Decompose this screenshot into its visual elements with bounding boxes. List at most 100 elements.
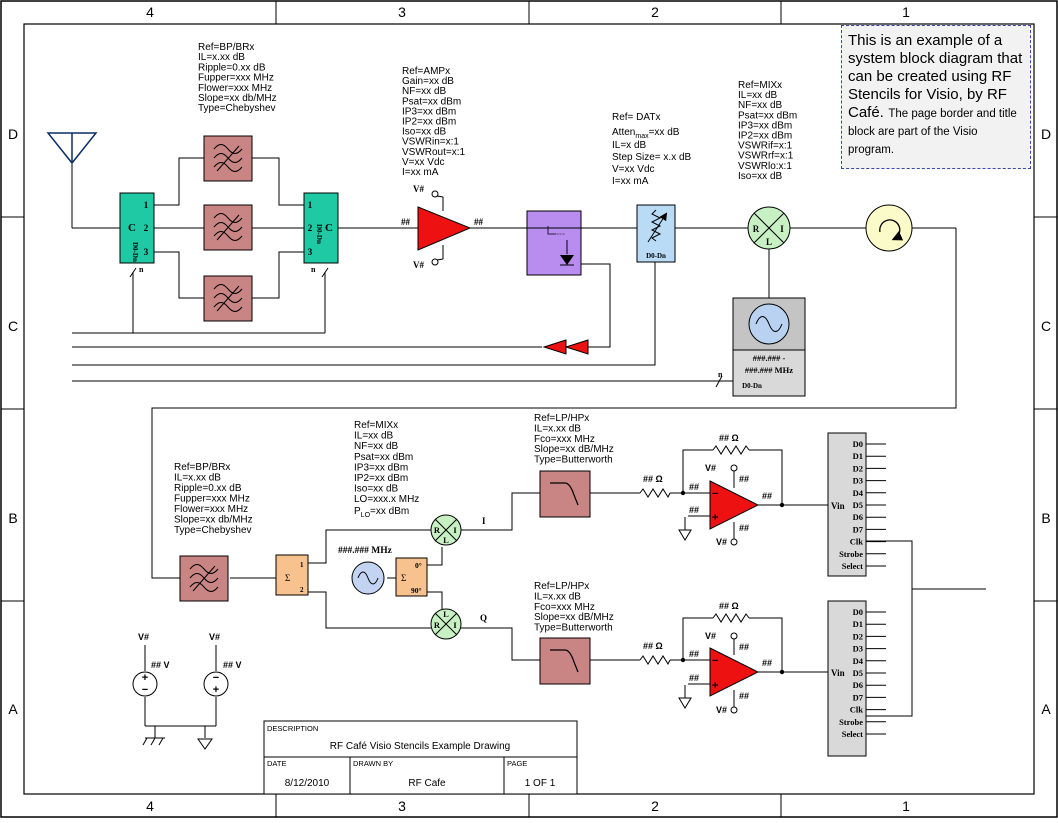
digital-attenuator: D0-Dn	[636, 204, 676, 263]
dc-source-right-plus: +	[213, 684, 219, 696]
lo-freq: ###.### MHz	[338, 546, 393, 556]
tb-description-label: DESCRIPTION	[267, 724, 318, 733]
opamp-i: − +	[680, 464, 785, 546]
adc-i-pin-d3: D3	[853, 476, 863, 486]
adc-q-pin-strobe: Strobe	[839, 717, 863, 727]
switch-right: C 1 2 3 D0-Dn n	[303, 192, 339, 278]
mixer-i-i: I	[453, 525, 457, 535]
amp-params-line-7: Iso=xx dB	[402, 127, 447, 138]
zone-col-2-bottom: 2	[651, 798, 659, 814]
mixer-top-params-line-4: Psat=xx dBm	[738, 110, 797, 121]
mixer-top-i: I	[780, 224, 784, 234]
opamp-i-vtop: V#	[705, 463, 716, 473]
opamp-i-port-bot: ##	[739, 523, 749, 533]
atten-max-line: Attenmax=xx dB	[612, 127, 680, 140]
antenna-icon	[46, 132, 98, 165]
opamp-q-plus: +	[712, 680, 718, 692]
atten-line-3: V=xx Vdc	[612, 164, 655, 175]
adc-i-pin-d6: D6	[853, 512, 863, 522]
switch-left-pin-1: 1	[144, 200, 149, 210]
atten-line-2: Step Size= x.x dB	[612, 152, 692, 163]
mixer-top-params-line-10: Iso=xx dB	[738, 171, 783, 182]
mixer-top-params-line-7: VSWRif=x:1	[738, 141, 793, 152]
amp-params-line-5: IP3=xx dBm	[402, 106, 456, 117]
resistors	[639, 445, 750, 666]
wiring	[71, 157, 986, 738]
vsrc-right-vnum: V#	[209, 632, 220, 642]
mixer-bottom-params-line-5: IP3=xx dBm	[354, 462, 408, 473]
opamp-i-vbot: V#	[716, 537, 727, 547]
mixer-q-r: R	[434, 620, 441, 630]
opamp-q-port-bot: ##	[739, 691, 749, 701]
synth-freq-1: ###.### -	[753, 353, 786, 363]
zone-col-2-top: 2	[651, 4, 659, 20]
mixer-i-l: L	[443, 535, 449, 545]
opamp-q-port-top: ##	[739, 642, 749, 652]
filter-top-params-line-2: IL=x.xx dB	[198, 52, 245, 63]
bandpass-filter-2	[203, 204, 253, 251]
circulator	[865, 204, 913, 252]
zone-row-c-right: C	[1041, 318, 1051, 334]
lpf-i-params-line-2: IL=x.xx dB	[534, 423, 581, 434]
quadrature-hybrid: Σ 0° 90°	[395, 557, 428, 597]
zone-col-1-top: 1	[902, 4, 910, 20]
dc-source-left-plus: +	[142, 672, 148, 684]
adc-q-pin-d2: D2	[853, 631, 863, 641]
mixer-top-params-line-8: VSWRrf=x:1	[738, 151, 794, 162]
opamp-i-port-top: ##	[739, 474, 749, 484]
adc-q-pin-clk: Clk	[850, 705, 864, 715]
mixer-bottom-params-line-6: IP2=xx dBm	[354, 473, 408, 484]
filter-top-params-line-3: Ripple=0.xx dB	[198, 62, 266, 73]
mixer-top-params-line-9: VSWRlo:x:1	[738, 161, 792, 172]
title-block: DESCRIPTION RF Café Visio Stencils Examp…	[263, 720, 578, 795]
tb-description: RF Café Visio Stencils Example Drawing	[330, 741, 510, 752]
zone-row-b-right: B	[1041, 510, 1050, 526]
zone-row-a-right: A	[1041, 701, 1051, 717]
filter-bottom-params-line-3: Ripple=0.xx dB	[174, 483, 242, 494]
synth-bus-n: n	[718, 370, 723, 379]
mixer-q: R I L Q	[430, 608, 487, 640]
amp-params-line-9: VSWRout=x:1	[402, 147, 466, 158]
switch-right-n: n	[311, 265, 316, 274]
adc-q-pin-select: Select	[842, 729, 863, 739]
opamp-i-in-plus: ##	[689, 505, 699, 515]
amp-params-line-4: Psat=xx dBm	[402, 96, 461, 107]
adc-i-pin-d2: D2	[853, 463, 863, 473]
synthesizer: ###.### - ###.### MHz D0-Dn n	[715, 297, 806, 397]
res-fb-i-value: ## Ω	[719, 433, 739, 443]
splitter-pin-1: 1	[300, 561, 304, 569]
adc-i-pin-d7: D7	[853, 524, 864, 534]
lpf-i-params-line-3: Fco=xxx MHz	[534, 434, 595, 445]
ground-symbols	[142, 517, 692, 750]
switch-right-pin-2: 2	[308, 223, 313, 233]
amp-in-port: ##	[401, 217, 411, 227]
synth-freq-2: ###.### MHz	[745, 365, 793, 375]
mixer-top-params-line-5: IP3=xx dBm	[738, 120, 792, 131]
adc-q-pin-d3: D3	[853, 644, 863, 654]
switch-right-ctrl: D0-Dn	[315, 224, 323, 244]
filter-bottom-params-line-6: Slope=xx db/MHz	[174, 515, 253, 526]
zone-col-4-top: 4	[146, 4, 154, 20]
filter-top-params-line-7: Type=Chebyshev	[198, 103, 276, 114]
detector-coupler: ~~~	[526, 210, 582, 276]
tb-page-label: PAGE	[507, 759, 527, 768]
mixer-top-l: L	[766, 237, 772, 247]
adc-i-vin: Vin	[831, 501, 845, 511]
amp-vsupply-bottom: V#	[413, 260, 424, 270]
splitter-sigma: Σ	[285, 573, 290, 583]
tb-date: 8/12/2010	[285, 778, 330, 789]
adc-i-pin-d0: D0	[853, 439, 863, 449]
adc-q-pin-d0: D0	[853, 607, 863, 617]
opamp-q-vbot: V#	[716, 705, 727, 715]
bandpass-filter-3	[203, 275, 253, 322]
opamp-i-minus: −	[712, 488, 718, 500]
vsrc-left-value: ## V	[151, 660, 170, 670]
tb-drawn-by-label: DRAWN BY	[353, 759, 393, 768]
mixer-q-i: I	[453, 620, 457, 630]
zone-labels: 4 3 2 1 4 3 2 1 D C B A D C B A	[8, 4, 1051, 814]
res-fb-q-value: ## Ω	[719, 601, 739, 611]
filter-bottom-params-line-5: Flower=xxx MHz	[174, 504, 248, 515]
switch-right-pin-1: 1	[308, 200, 313, 210]
amp-params-line-3: NF=xx dB	[402, 86, 447, 97]
